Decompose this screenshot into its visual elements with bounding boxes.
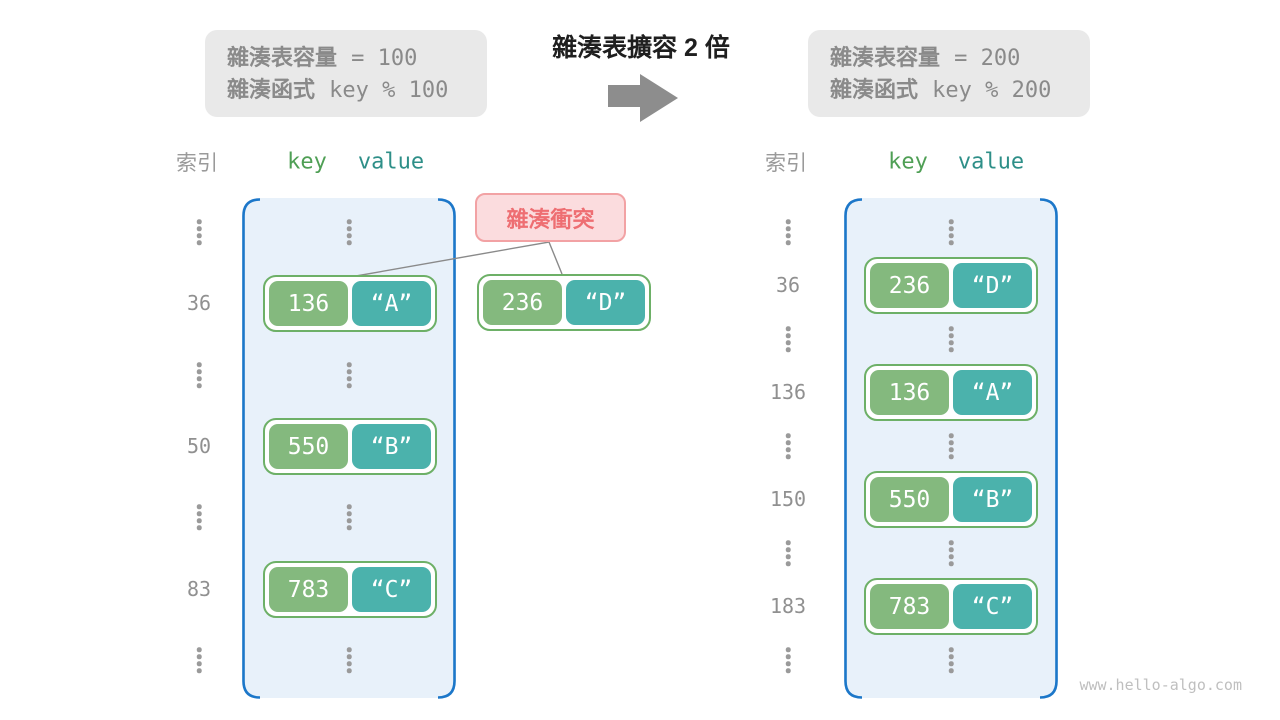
value-cell: “B” <box>352 424 431 469</box>
ellipsis-icon <box>948 219 954 245</box>
right-key-header: key <box>888 149 928 175</box>
ellipsis-icon <box>785 433 791 459</box>
hash-function-formula: key % 200 <box>932 78 1052 103</box>
left-key-header: key <box>287 149 327 175</box>
ellipsis-icon <box>346 219 352 245</box>
left-capacity-note: 雜湊表容量 = 100 雜湊函式 key % 100 <box>205 30 487 117</box>
pair-783-C: 783 “C” <box>864 578 1038 635</box>
hash-function-label: 雜湊函式 <box>830 77 919 102</box>
right-value-header: value <box>957 149 1025 175</box>
key-cell: 783 <box>269 567 348 612</box>
key-cell: 236 <box>870 263 949 308</box>
index-label: 136 <box>769 380 807 404</box>
ellipsis-icon <box>346 362 352 388</box>
key-cell: 550 <box>870 477 949 522</box>
ellipsis-icon <box>196 219 202 245</box>
index-label: 83 <box>186 577 212 601</box>
right-index-header: 索引 <box>765 152 807 175</box>
capacity-value: = 100 <box>351 46 418 71</box>
ellipsis-icon <box>196 504 202 530</box>
index-label: 150 <box>769 487 807 511</box>
pair-136-A: 136 “A” <box>864 364 1038 421</box>
pair-236-D-colliding: 236 “D” <box>477 274 651 331</box>
index-label: 183 <box>769 594 807 618</box>
index-label: 50 <box>186 434 212 458</box>
index-label: 36 <box>186 291 212 315</box>
pair-136-A: 136 “A” <box>263 275 437 332</box>
ellipsis-icon <box>346 647 352 673</box>
pair-236-D: 236 “D” <box>864 257 1038 314</box>
left-index-header: 索引 <box>176 152 218 175</box>
key-cell: 136 <box>269 281 348 326</box>
ellipsis-icon <box>196 647 202 673</box>
pair-783-C: 783 “C” <box>263 561 437 618</box>
ellipsis-icon <box>785 540 791 566</box>
value-cell: “D” <box>566 280 645 325</box>
watermark: www.hello-algo.com <box>1079 676 1242 694</box>
key-cell: 783 <box>870 584 949 629</box>
value-cell: “A” <box>953 370 1032 415</box>
ellipsis-icon <box>948 540 954 566</box>
ellipsis-icon <box>948 326 954 352</box>
value-cell: “C” <box>352 567 431 612</box>
hash-function-formula: key % 100 <box>329 78 449 103</box>
ellipsis-icon <box>346 504 352 530</box>
value-cell: “D” <box>953 263 1032 308</box>
index-label: 36 <box>775 273 801 297</box>
capacity-line: 雜湊表容量 = 100 <box>227 42 487 74</box>
ellipsis-icon <box>785 219 791 245</box>
value-cell: “B” <box>953 477 1032 522</box>
collision-label: 雜湊衝突 <box>475 193 626 242</box>
key-cell: 236 <box>483 280 562 325</box>
key-cell: 136 <box>870 370 949 415</box>
pair-550-B: 550 “B” <box>864 471 1038 528</box>
capacity-label: 雜湊表容量 <box>830 45 941 70</box>
capacity-label: 雜湊表容量 <box>227 45 338 70</box>
expand-arrow-icon <box>608 74 678 122</box>
ellipsis-icon <box>785 326 791 352</box>
hash-function-line: 雜湊函式 key % 200 <box>830 74 1090 106</box>
left-value-header: value <box>357 149 425 175</box>
hash-function-line: 雜湊函式 key % 100 <box>227 74 487 106</box>
value-cell: “A” <box>352 281 431 326</box>
value-cell: “C” <box>953 584 1032 629</box>
ellipsis-icon <box>948 433 954 459</box>
key-cell: 550 <box>269 424 348 469</box>
ellipsis-icon <box>196 362 202 388</box>
ellipsis-icon <box>948 647 954 673</box>
capacity-line: 雜湊表容量 = 200 <box>830 42 1090 74</box>
right-capacity-note: 雜湊表容量 = 200 雜湊函式 key % 200 <box>808 30 1090 117</box>
ellipsis-icon <box>785 647 791 673</box>
capacity-value: = 200 <box>954 46 1021 71</box>
pair-550-B: 550 “B” <box>263 418 437 475</box>
hash-function-label: 雜湊函式 <box>227 77 316 102</box>
expansion-title: 雜湊表擴容 2 倍 <box>552 34 730 62</box>
